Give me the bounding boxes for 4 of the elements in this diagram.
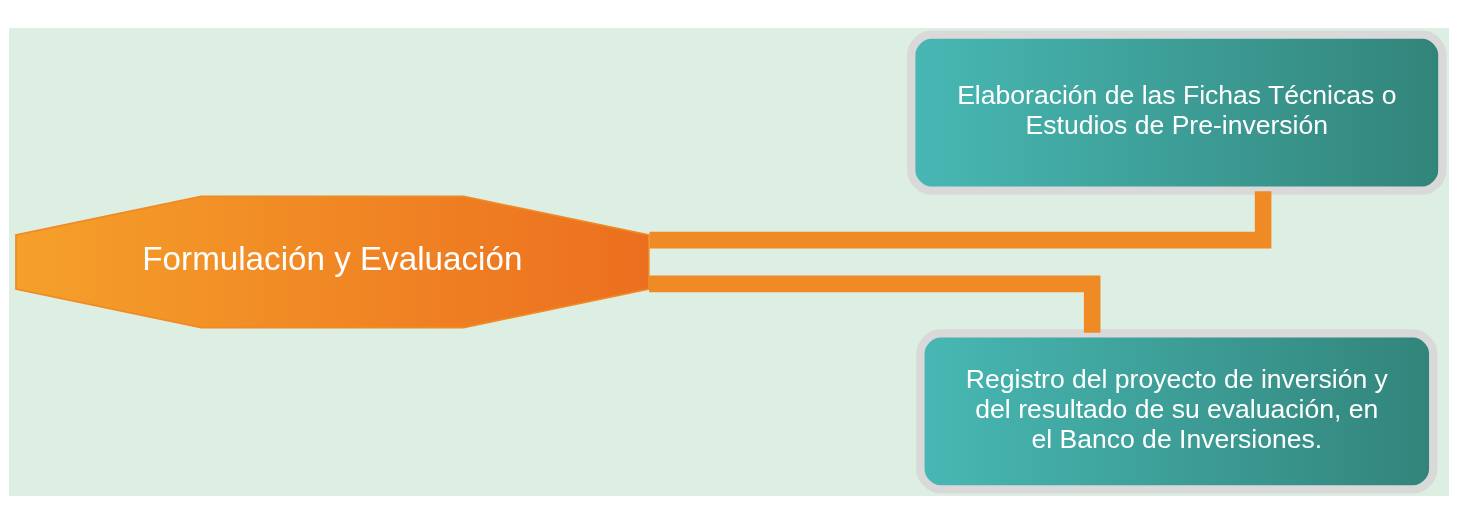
connector (649, 190, 1272, 248)
node-box: Registro del proyecto de inversión y del resultado de su evaluación, en el Banco de Inversiones. (916, 328, 1438, 493)
connector (649, 275, 1101, 333)
node-box: Elaboración de las Fichas Técnicas o Estudios de Pre-inversión (907, 30, 1447, 195)
